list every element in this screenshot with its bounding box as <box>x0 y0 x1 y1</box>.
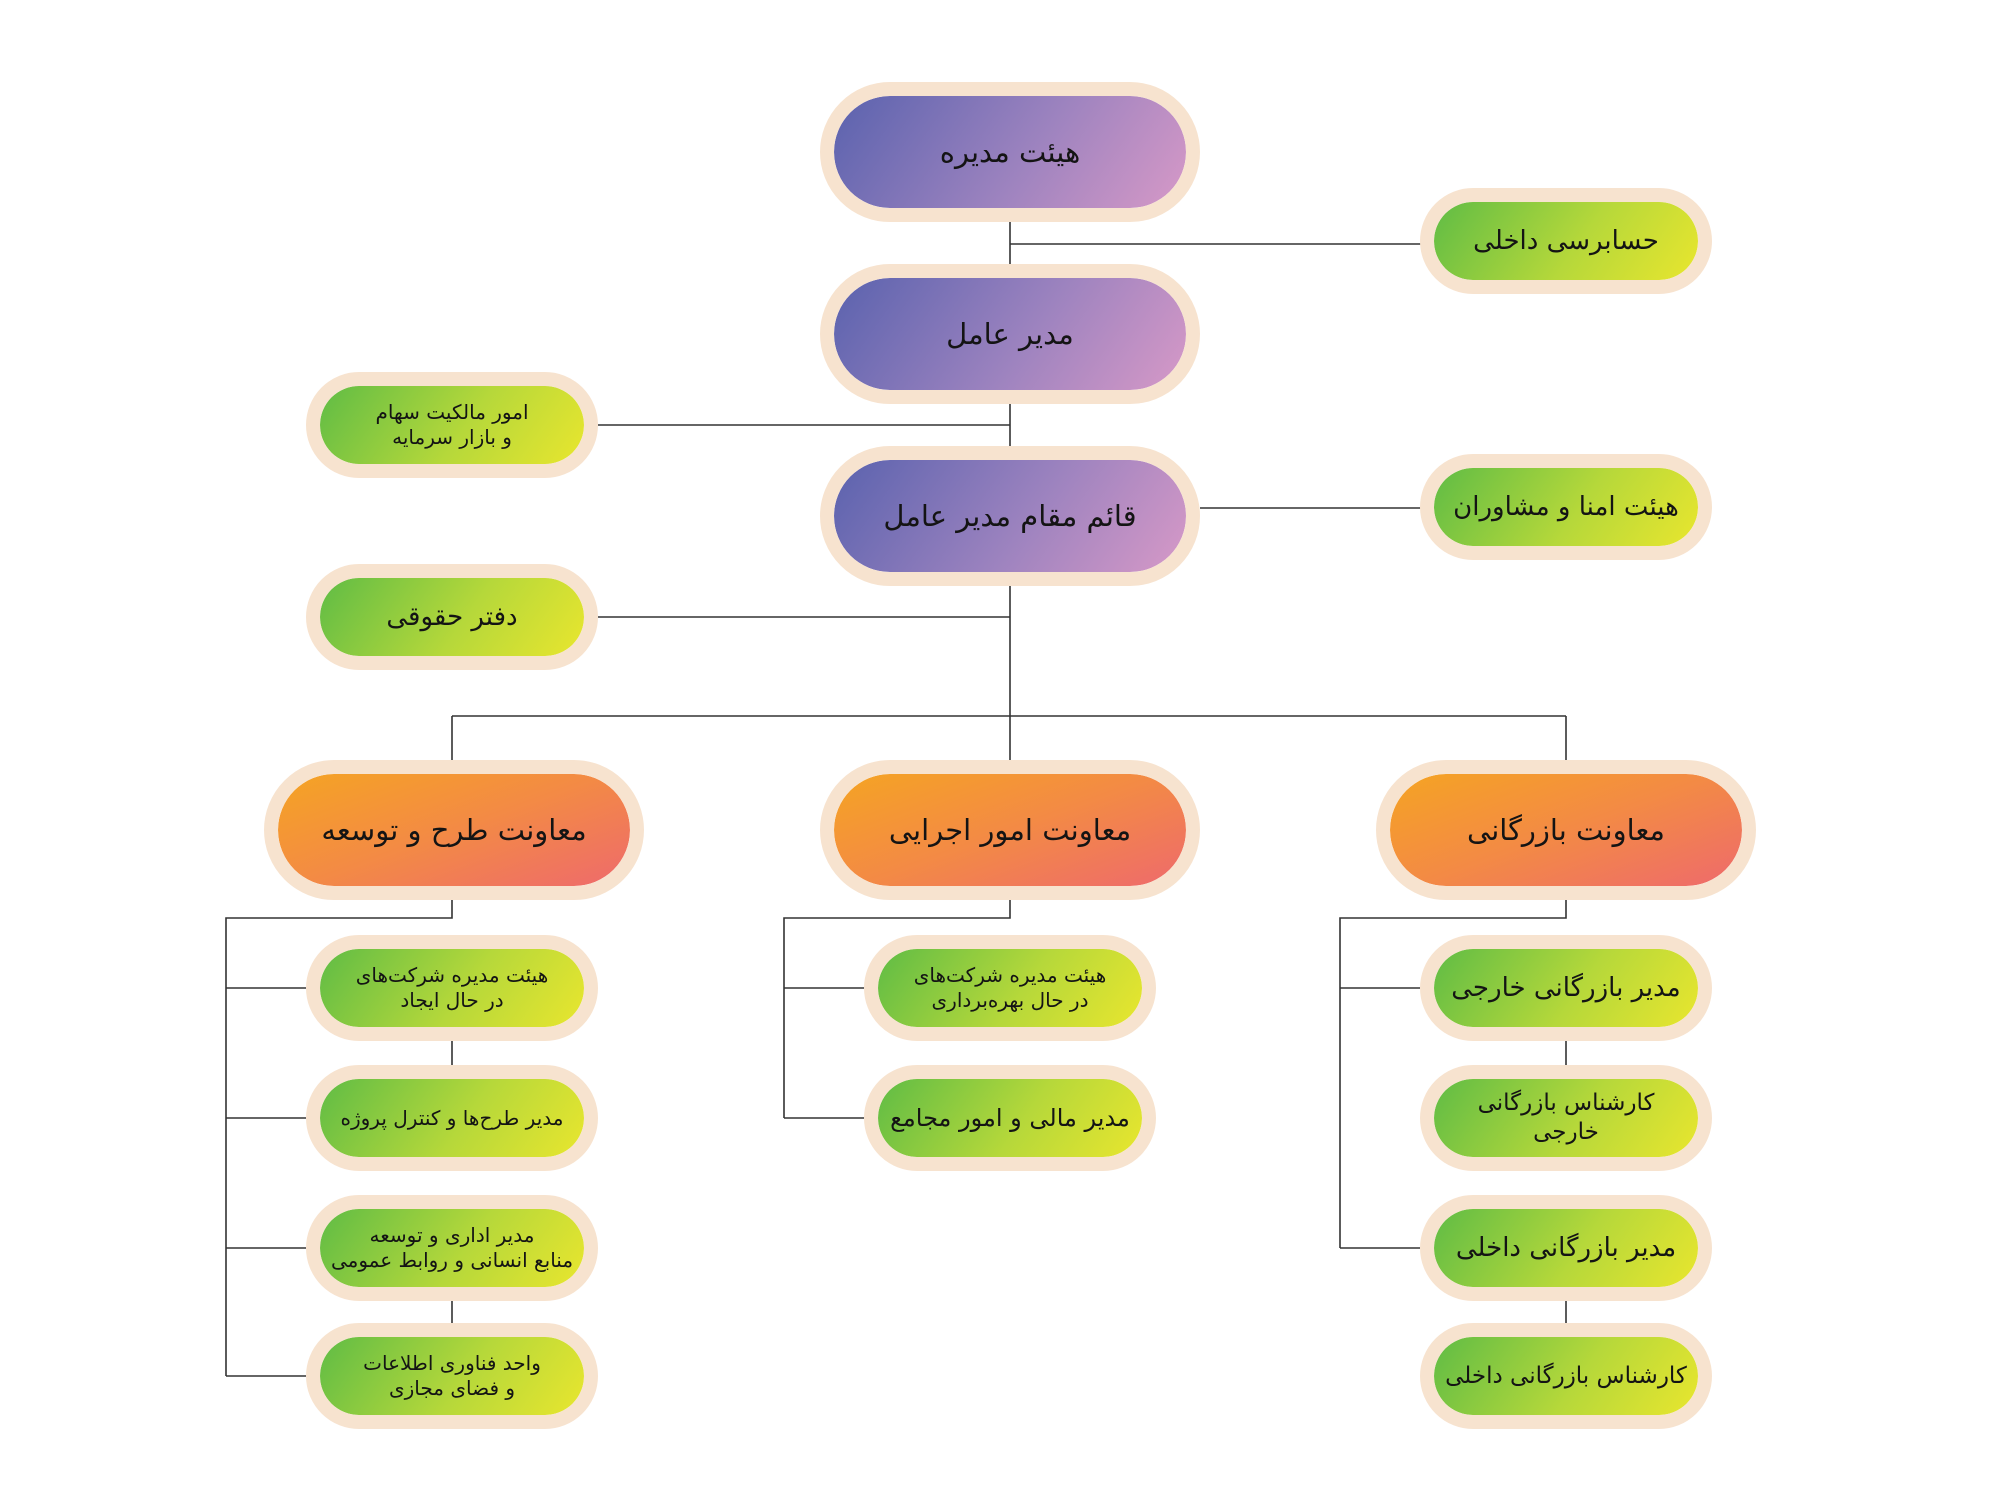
vp-commerce-node: معاونت بازرگانی <box>1376 760 1756 900</box>
node-label: مدیر بازرگانی داخلی <box>1455 1232 1677 1263</box>
shareholding-affairs-node: امور مالکیت سهام و بازار سرمایه <box>306 372 598 478</box>
node-label: هیئت امنا و مشاوران <box>1453 491 1679 522</box>
board-of-directors-node: هیئت مدیره <box>820 82 1200 222</box>
node-label: دفتر حقوقی <box>386 601 518 632</box>
dev-child-node: واحد فناوری اطلاعات و فضای مجازی <box>306 1323 598 1429</box>
commerce-child-node: کارشناس بازرگانی خارجی <box>1420 1065 1712 1171</box>
dev-child-node: مدیر اداری و توسعه منابع انسانی و روابط … <box>306 1195 598 1301</box>
node-label: امور مالکیت سهام و بازار سرمایه <box>375 400 529 449</box>
commerce-child-node: مدیر بازرگانی داخلی <box>1420 1195 1712 1301</box>
node-label: واحد فناوری اطلاعات و فضای مجازی <box>363 1351 541 1400</box>
node-label: حسابرسی داخلی <box>1473 225 1659 256</box>
dev-child-node: مدیر طرح‌ها و کنترل پروژه <box>306 1065 598 1171</box>
deputy-ceo-node: قائم مقام مدیر عامل <box>820 446 1200 586</box>
legal-office-node: دفتر حقوقی <box>306 564 598 670</box>
vp-development-node: معاونت طرح و توسعه <box>264 760 644 900</box>
node-label: معاونت طرح و توسعه <box>321 812 587 847</box>
node-label: مدیر اداری و توسعه منابع انسانی و روابط … <box>330 1223 574 1272</box>
commerce-child-node: کارشناس بازرگانی داخلی <box>1420 1323 1712 1429</box>
node-label: مدیر طرح‌ها و کنترل پروژه <box>340 1105 564 1130</box>
node-label: معاونت بازرگانی <box>1467 812 1665 847</box>
node-label: کارشناس بازرگانی خارجی <box>1477 1090 1655 1145</box>
node-label: مدیر مالی و امور مجامع <box>890 1104 1130 1132</box>
node-label: مدیر بازرگانی خارجی <box>1451 972 1681 1003</box>
vp-operations-node: معاونت امور اجرایی <box>820 760 1200 900</box>
node-label: قائم مقام مدیر عامل <box>883 498 1137 533</box>
commerce-child-node: مدیر بازرگانی خارجی <box>1420 935 1712 1041</box>
ops-child-node: هیئت مدیره شرکت‌های در حال بهره‌برداری <box>864 935 1156 1041</box>
node-label: کارشناس بازرگانی داخلی <box>1445 1362 1687 1389</box>
node-label: هیئت مدیره شرکت‌های در حال ایجاد <box>355 963 549 1012</box>
ops-child-node: مدیر مالی و امور مجامع <box>864 1065 1156 1171</box>
trustees-advisors-node: هیئت امنا و مشاوران <box>1420 454 1712 560</box>
internal-audit-node: حسابرسی داخلی <box>1420 188 1712 294</box>
node-label: معاونت امور اجرایی <box>888 812 1132 847</box>
dev-child-node: هیئت مدیره شرکت‌های در حال ایجاد <box>306 935 598 1041</box>
ceo-node: مدیر عامل <box>820 264 1200 404</box>
node-label: هیئت مدیره <box>939 134 1081 169</box>
node-label: مدیر عامل <box>946 316 1074 351</box>
node-label: هیئت مدیره شرکت‌های در حال بهره‌برداری <box>913 963 1107 1012</box>
